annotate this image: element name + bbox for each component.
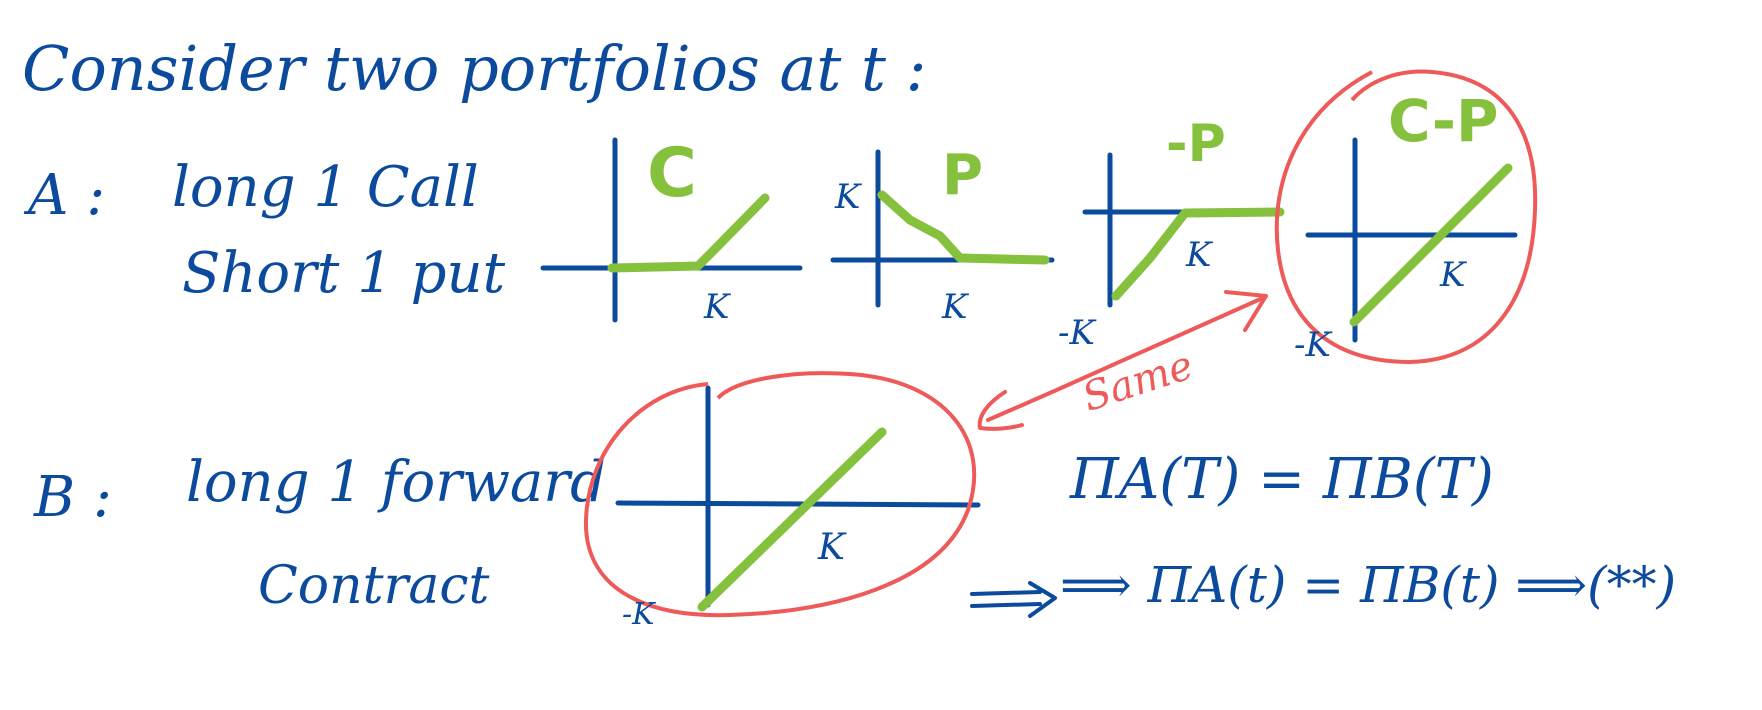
put-payoff-line [877, 190, 1050, 265]
neg-put-k-label: K [1186, 235, 1212, 275]
forward-payoff-graph [583, 371, 981, 618]
same-arrow-line [986, 295, 1267, 422]
neg-put-payoff-graph [1082, 152, 1285, 308]
portfolio-b-line1: long 1 forward [186, 450, 606, 515]
neg-put-payoff-line [1111, 207, 1285, 301]
cp-neg-k-label: -K [1294, 325, 1331, 365]
call-minus-put-graph [1274, 69, 1538, 365]
cp-highlight-circle [1274, 69, 1538, 365]
put-k-label: K [942, 287, 968, 327]
portfolio-b-label: B : [34, 465, 112, 530]
call-payoff-graph [540, 137, 803, 323]
same-arrow-head-left [977, 390, 1024, 431]
same-arrow [977, 290, 1268, 431]
portfolio-a-line2: Short 1 put [182, 241, 506, 306]
portfolio-a-label: A : [28, 163, 106, 228]
put-payoff-graph [830, 149, 1055, 308]
neg-put-title: -P [1166, 114, 1226, 174]
forward-highlight-circle [583, 371, 977, 618]
call-k-label: K [704, 287, 730, 327]
equation-payoff-at-maturity: ΠA(T) = ΠB(T) [1070, 447, 1494, 512]
cp-title: C-P [1388, 87, 1499, 155]
call-title: C [647, 134, 697, 213]
call-payoff-line [607, 193, 770, 273]
portfolio-b-line2: Contract [258, 556, 490, 616]
portfolio-a-line1: long 1 Call [172, 155, 479, 220]
neg-put-neg-k-label: -K [1058, 313, 1095, 353]
forward-neg-k-label: -K [622, 597, 655, 632]
cp-payoff-line [1349, 163, 1513, 327]
implies-arrow-icon [970, 581, 1057, 618]
cp-k-label: K [1440, 255, 1466, 295]
put-k-axis-label: K [835, 177, 861, 217]
put-title: P [942, 143, 984, 208]
forward-x-axis [615, 500, 981, 508]
equation-value-at-t: ⟹ ΠA(t) = ΠB(t) ⟹(**) [1060, 556, 1677, 614]
same-arrow-head-right [1224, 290, 1268, 332]
heading: Consider two portfolios at t : [22, 32, 927, 105]
forward-payoff-line [697, 427, 887, 612]
forward-k-label: K [818, 527, 845, 568]
